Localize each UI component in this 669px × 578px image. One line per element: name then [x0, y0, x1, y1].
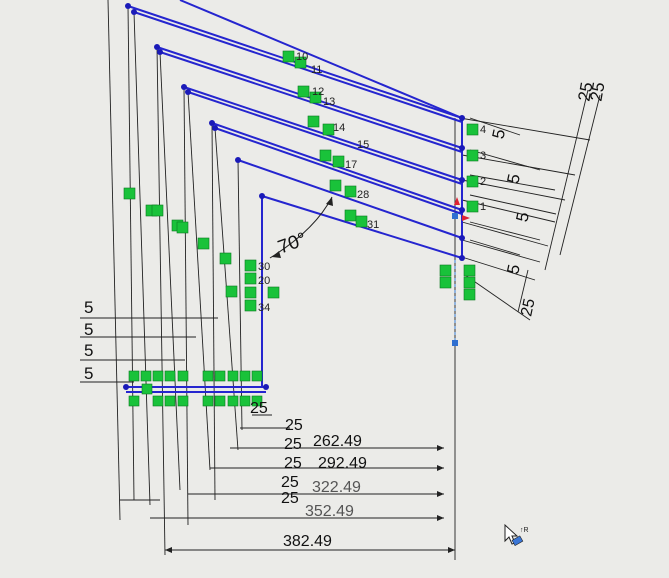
- relation-number: 14: [333, 122, 345, 134]
- dimension-bottom-25[interactable]: 25: [281, 474, 299, 491]
- dimension-bottom-25[interactable]: 25: [250, 400, 268, 417]
- dimension-right-25[interactable]: 25: [518, 297, 538, 318]
- relation-number: 28: [357, 189, 369, 201]
- dimension-bottom-25[interactable]: 25: [281, 490, 299, 507]
- relation-numbers: 10 11 12 13 14 15 17 28 31 30 20 34 4 3 …: [258, 51, 486, 314]
- relation-number: 31: [367, 219, 379, 231]
- relation-number: 11: [311, 64, 322, 76]
- dimension-arrows: [165, 445, 455, 553]
- relation-number: 15: [357, 139, 369, 151]
- relation-icons[interactable]: [123, 50, 479, 407]
- dimension-length[interactable]: 292.49: [318, 455, 367, 472]
- relation-number: 12: [312, 86, 324, 98]
- dimension-left[interactable]: 5: [84, 341, 93, 360]
- relation-number: 1: [480, 201, 486, 213]
- dimension-top-right[interactable]: 25: [587, 81, 609, 103]
- relation-number: 20: [258, 275, 270, 287]
- relation-number: 17: [345, 159, 357, 171]
- svg-text:↑R: ↑R: [520, 527, 529, 534]
- dimension-length[interactable]: 352.49: [305, 503, 354, 520]
- dimension-diagonal[interactable]: 5: [503, 172, 524, 185]
- relation-number: 13: [323, 96, 335, 108]
- dimension-left[interactable]: 5: [84, 364, 93, 383]
- dimension-diagonal[interactable]: 5: [503, 263, 524, 276]
- endpoints[interactable]: [123, 3, 465, 390]
- dimension-length[interactable]: 382.49: [283, 533, 332, 550]
- origin-icon: [454, 197, 470, 221]
- relation-number: 34: [258, 302, 270, 314]
- relation-number: 4: [480, 124, 486, 136]
- angle-arrow: [326, 197, 333, 206]
- dimension-top-right[interactable]: 25: [575, 81, 597, 103]
- dimension-left[interactable]: 5: [84, 320, 93, 339]
- dimension-length[interactable]: 262.49: [313, 433, 362, 450]
- dimension-bottom-25[interactable]: 25: [284, 436, 302, 453]
- relation-number: 3: [480, 150, 486, 162]
- sketch-line-top[interactable]: [179, 0, 463, 119]
- dimension-diagonal[interactable]: 5: [512, 210, 533, 223]
- dimension-diagonal[interactable]: 5: [489, 127, 510, 140]
- pointer-icon: ↑R: [504, 523, 529, 547]
- dimension-bottom-25[interactable]: 25: [285, 417, 303, 434]
- dimension-length[interactable]: 322.49: [312, 479, 361, 496]
- dimension-left[interactable]: 5: [84, 298, 93, 317]
- dimension-bottom-25[interactable]: 25: [284, 455, 302, 472]
- relation-number: 2: [480, 176, 486, 188]
- relation-number: 30: [258, 261, 270, 273]
- relation-number: 10: [296, 51, 308, 63]
- angle-arrow: [272, 251, 281, 258]
